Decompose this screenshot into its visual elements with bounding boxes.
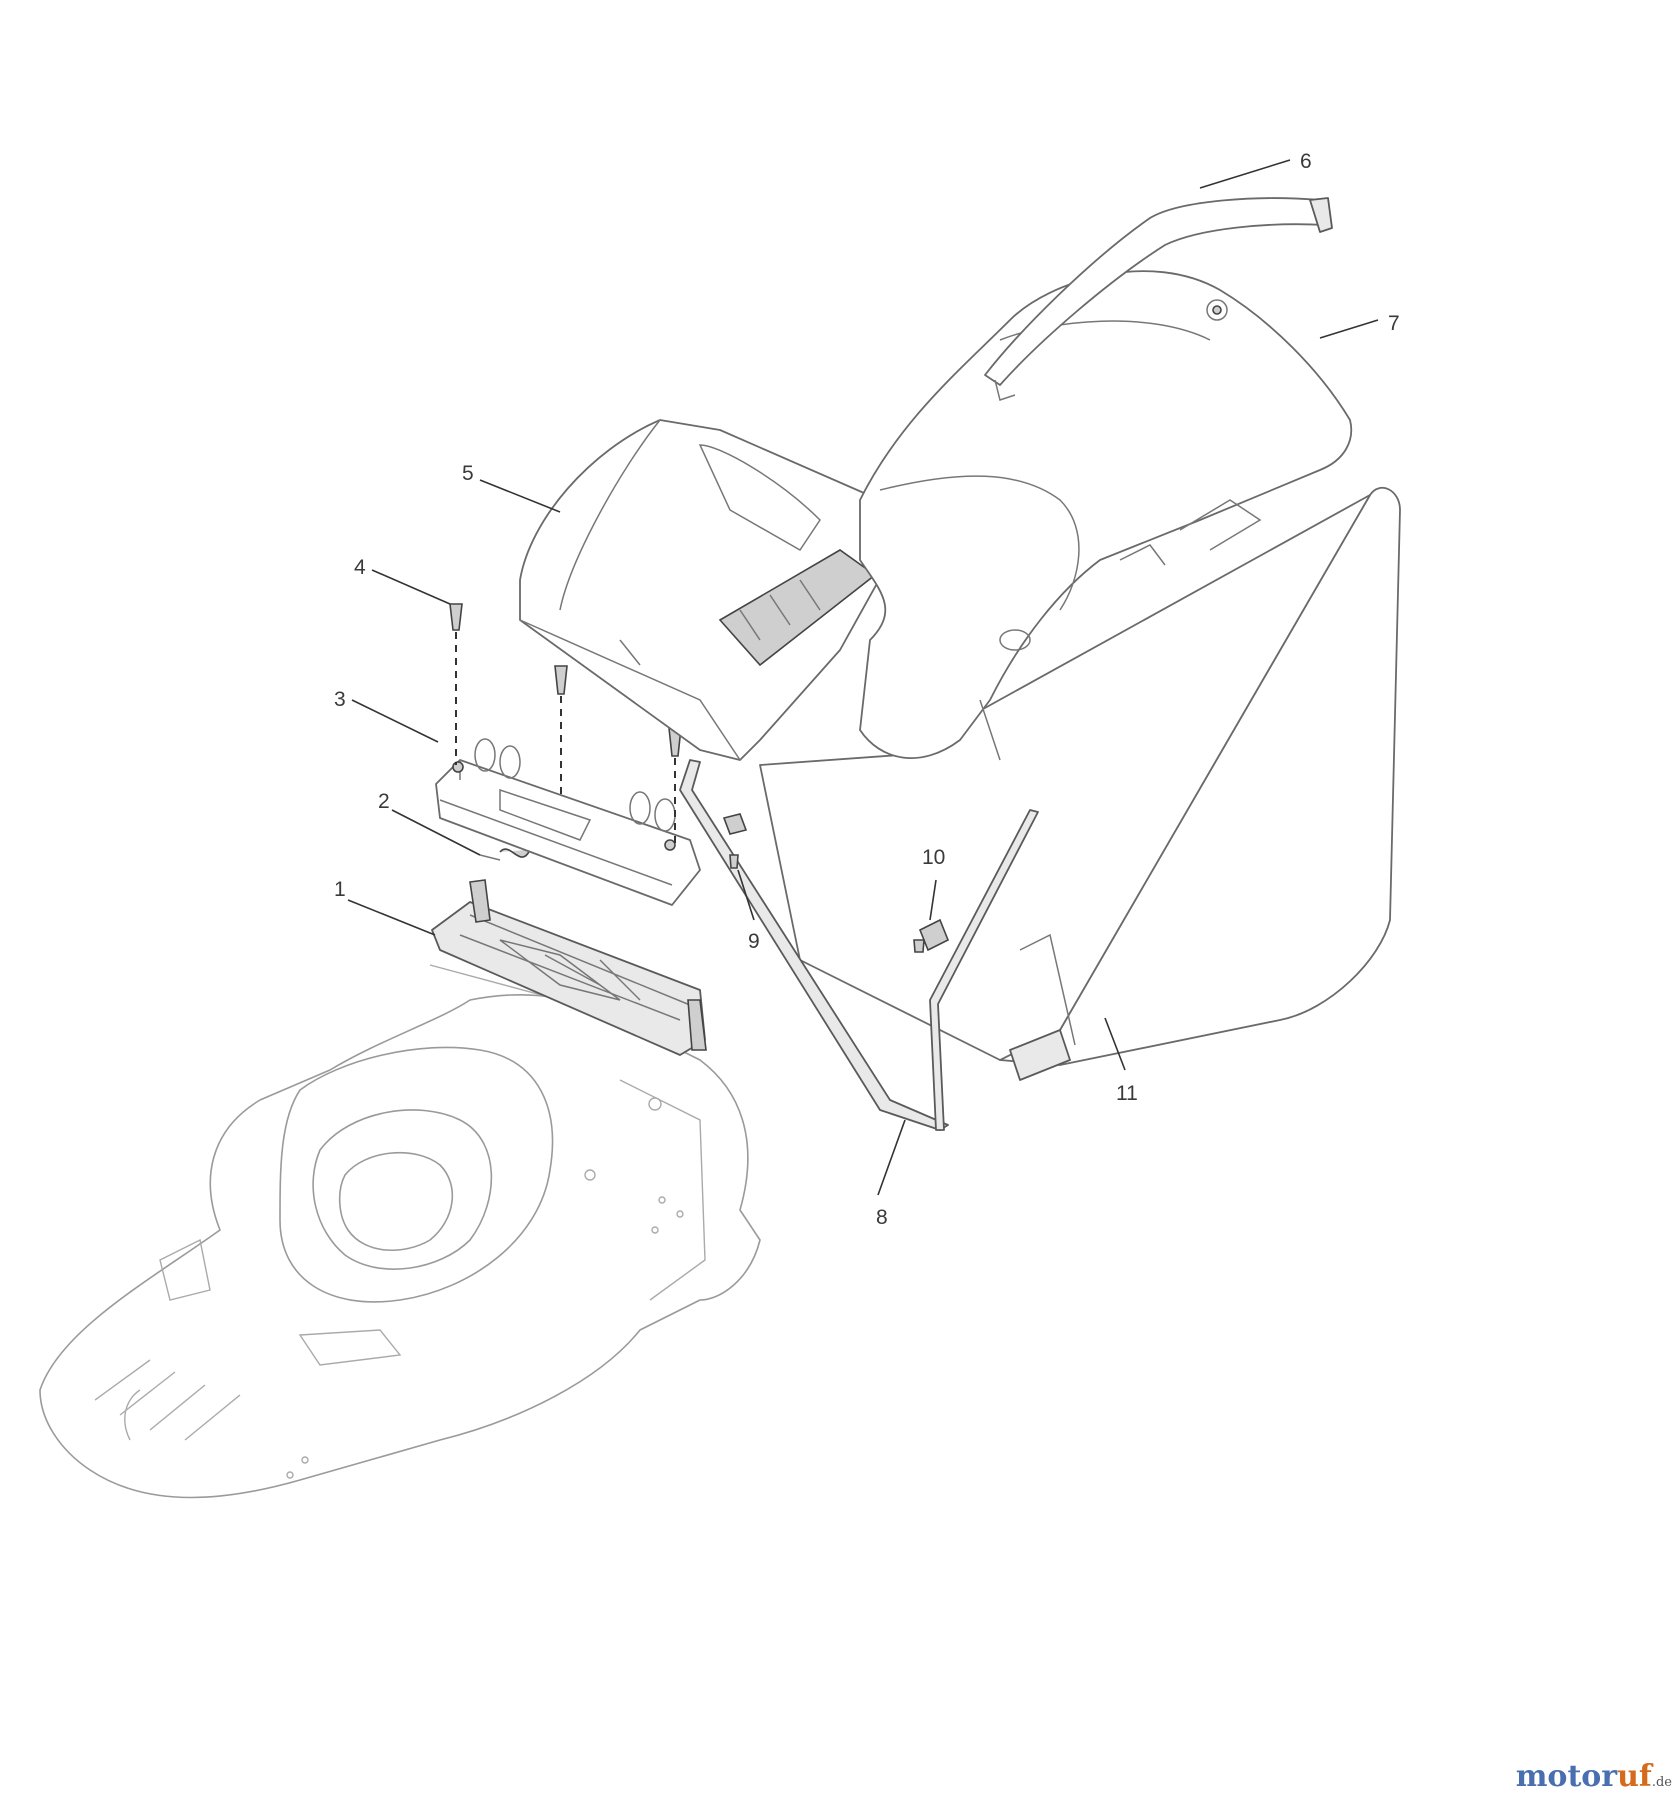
screws-part-4: [449, 603, 682, 845]
callout-5: 5: [462, 462, 474, 485]
callout-6: 6: [1300, 150, 1312, 173]
callout-3: 3: [334, 688, 346, 711]
leader-lines: [347, 159, 1379, 1196]
hinge-bracket-part-1: [431, 879, 707, 1056]
nut-part-9: [722, 813, 748, 869]
callout-labels: 1 2 3 4 5 6 7 8 9 10 11: [334, 150, 1400, 1229]
watermark-accent: uf: [1617, 1759, 1652, 1794]
flap-bar-part-3: [435, 738, 701, 906]
callout-11: 11: [1116, 1082, 1138, 1105]
callout-7: 7: [1388, 312, 1400, 335]
grass-box-lid-part-7: [859, 270, 1353, 761]
watermark-logo: motoruf.de: [1516, 1759, 1672, 1794]
handle-part-6: [984, 197, 1333, 401]
mower-deck: [39, 964, 761, 1499]
plate-part-10: [913, 918, 950, 953]
callout-1: 1: [334, 878, 346, 901]
callout-2: 2: [378, 790, 390, 813]
watermark-tld: .de: [1651, 1775, 1672, 1790]
top-cover-part-5: [519, 419, 891, 761]
callout-9: 9: [748, 930, 760, 953]
callout-8: 8: [876, 1206, 888, 1229]
callout-10: 10: [922, 846, 945, 869]
watermark-main: motor: [1515, 1759, 1618, 1794]
callout-4: 4: [354, 556, 366, 579]
